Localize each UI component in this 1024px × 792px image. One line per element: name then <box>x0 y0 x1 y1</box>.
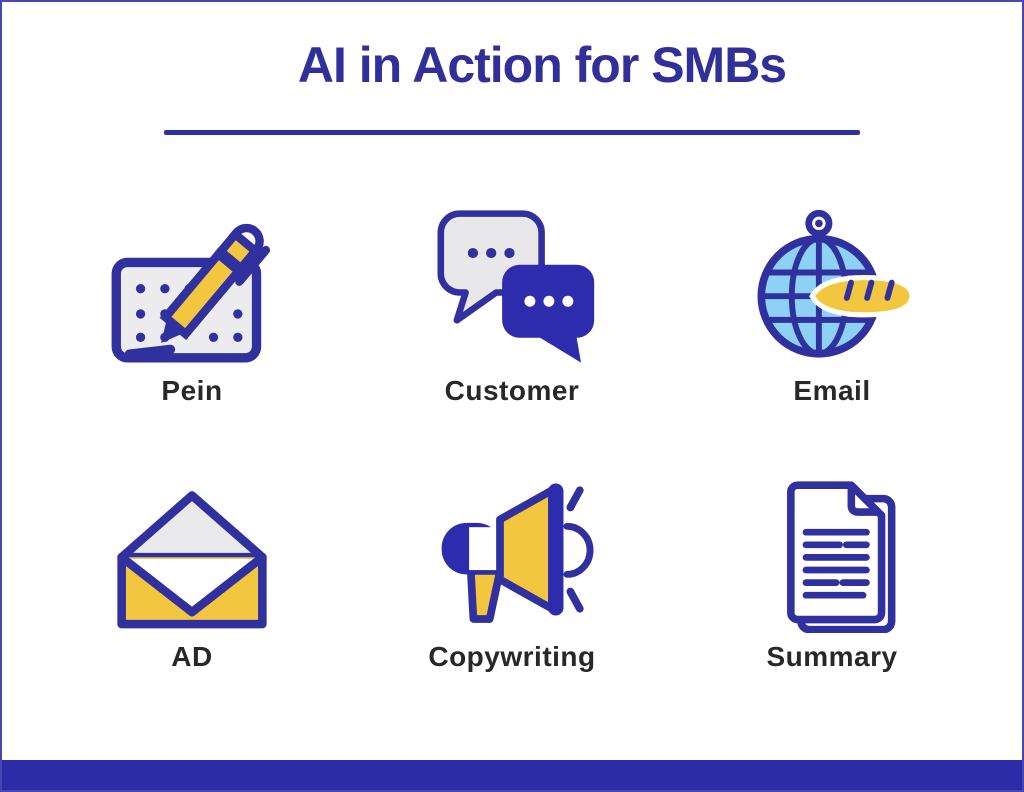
icon-grid: Pein Customer <box>2 197 1022 673</box>
item-label: Summary <box>766 641 898 672</box>
globe-baguette-svg <box>757 209 915 358</box>
page-title: AI in Action for SMBs <box>297 37 787 93</box>
title-underline <box>164 130 860 135</box>
item-label: Customer <box>444 375 580 406</box>
document-icon <box>722 463 942 635</box>
item-label: AD <box>171 641 213 672</box>
megaphone-svg <box>441 482 594 623</box>
envelope-svg <box>117 490 267 628</box>
footer-bar <box>2 760 1022 790</box>
grid-item-ad: AD <box>32 463 352 673</box>
pen-notepad-svg <box>111 223 271 363</box>
grid-item-copywriting: Copywriting <box>352 463 672 673</box>
pen-notepad-icon <box>82 197 302 369</box>
grid-item-summary: Summary <box>672 463 992 673</box>
item-label: Pein <box>161 375 223 406</box>
item-label: Copywriting <box>428 641 596 672</box>
grid-item-email: Email <box>672 197 992 407</box>
item-label: Email <box>793 375 871 406</box>
grid-item-pen: Pein <box>32 197 352 407</box>
envelope-icon <box>82 463 302 635</box>
grid-item-customer: Customer <box>352 197 672 407</box>
megaphone-icon <box>402 463 622 635</box>
globe-baguette-icon <box>722 197 942 369</box>
chat-bubbles-svg <box>437 210 595 363</box>
chat-bubbles-icon <box>402 197 622 369</box>
document-svg <box>787 481 896 633</box>
